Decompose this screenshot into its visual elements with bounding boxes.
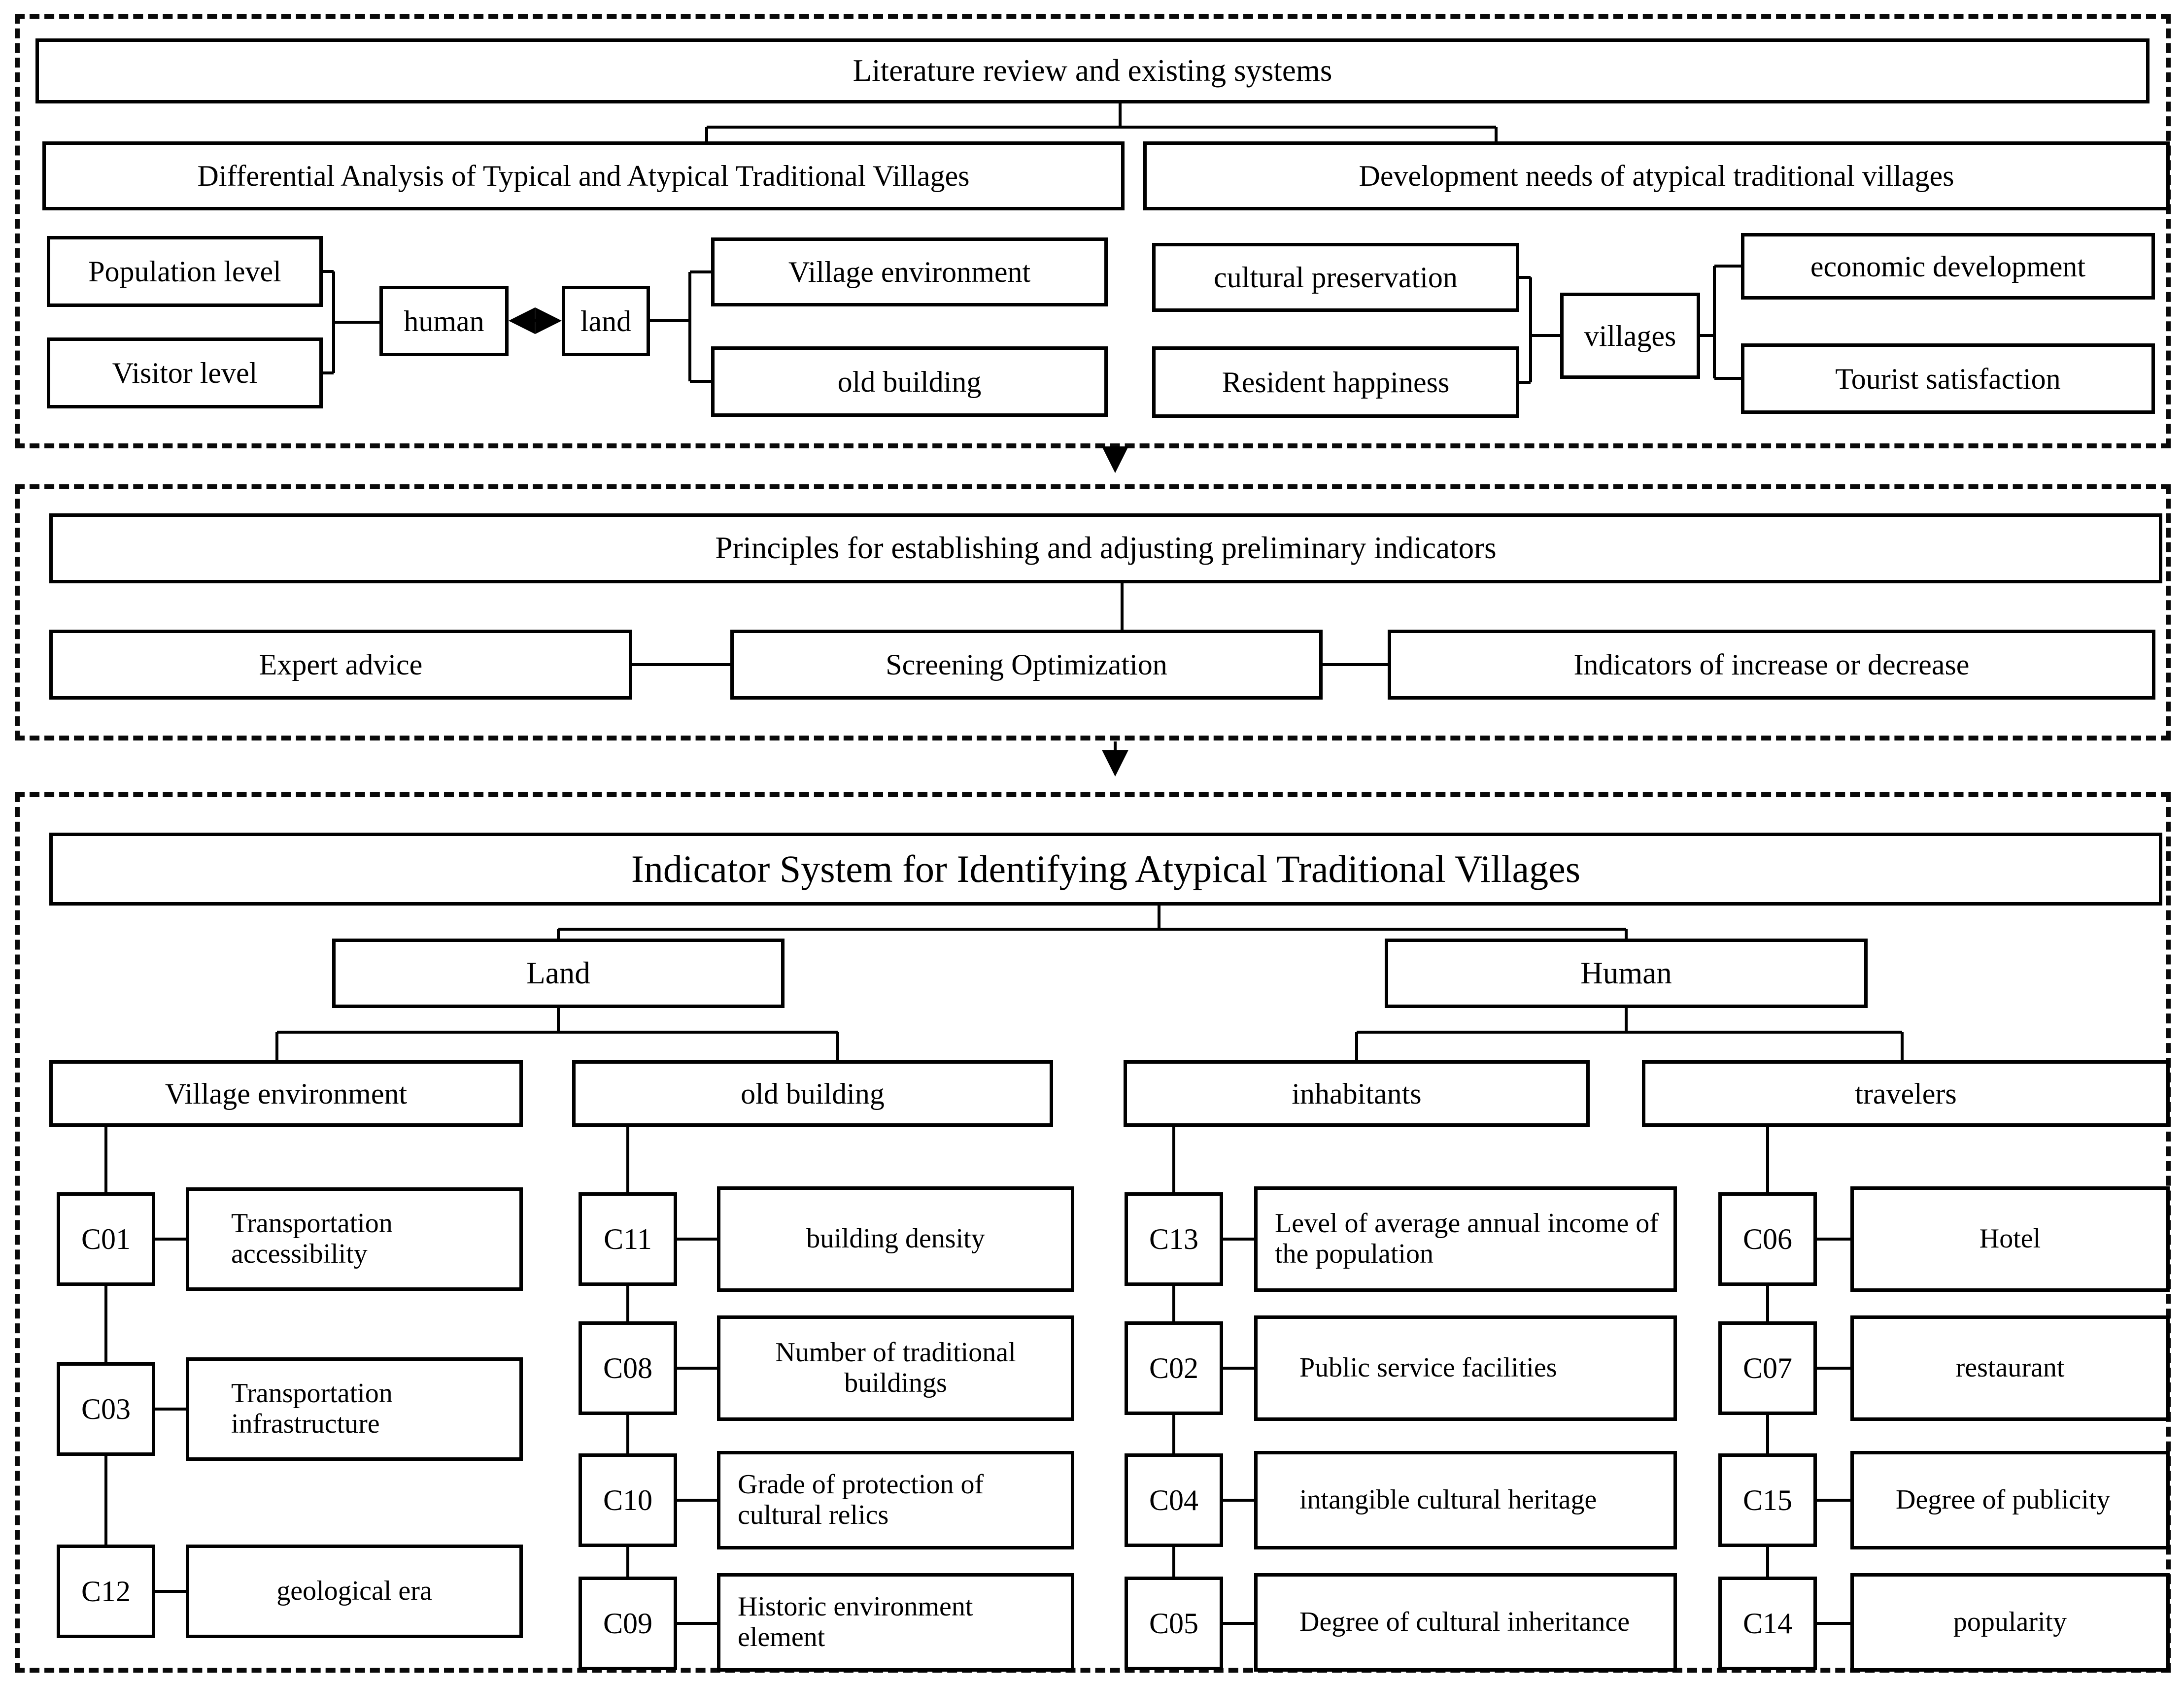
- indicator-code-box: C06: [1718, 1192, 1817, 1286]
- old-building-box: old building: [711, 346, 1108, 417]
- indicator-label-box: Historic environment element: [717, 1573, 1074, 1672]
- indicator-label-box: Public service facilities: [1254, 1315, 1677, 1421]
- indicator-code-box: C08: [579, 1321, 677, 1415]
- visitor-level-box: Visitor level: [47, 337, 323, 408]
- screening-optimization-box: Screening Optimization: [730, 630, 1323, 700]
- indicator-code-box: C02: [1125, 1321, 1223, 1415]
- indicator-label-box: Transportation infrastructure: [186, 1357, 523, 1461]
- indicator-label-box: Grade of protection of cultural relics: [717, 1451, 1074, 1549]
- land-box: land: [562, 286, 650, 356]
- cultural-preservation-box: cultural preservation: [1152, 243, 1519, 312]
- indicators-increase-decrease-box: Indicators of increase or decrease: [1388, 630, 2155, 700]
- group-travelers-box: travelers: [1642, 1060, 2170, 1127]
- human-box: human: [379, 286, 509, 356]
- indicator-label-box: restaurant: [1850, 1315, 2170, 1421]
- indicator-system-title: Indicator System for Identifying Atypica…: [49, 833, 2162, 906]
- indicator-code-box: C13: [1125, 1192, 1223, 1286]
- tourist-satisfaction-box: Tourist satisfaction: [1741, 343, 2155, 414]
- indicator-label-box: Number of traditional buildings: [717, 1315, 1074, 1421]
- group-inhabitants-box: inhabitants: [1124, 1060, 1590, 1127]
- indicator-code-box: C14: [1718, 1577, 1817, 1670]
- literature-title: Literature review and existing systems: [35, 38, 2150, 103]
- principles-title: Principles for establishing and adjustin…: [49, 513, 2162, 583]
- indicator-code-box: C10: [579, 1453, 677, 1547]
- indicator-code-box: C09: [579, 1577, 677, 1670]
- indicator-label-box: Level of average annual income of the po…: [1254, 1186, 1677, 1292]
- indicator-code-box: C03: [57, 1362, 155, 1456]
- indicator-label-box: intangible cultural heritage: [1254, 1451, 1677, 1549]
- population-level-box: Population level: [47, 236, 323, 307]
- indicator-code-box: C11: [579, 1192, 677, 1286]
- indicator-label-box: popularity: [1850, 1573, 2170, 1672]
- indicator-code-box: C01: [57, 1192, 155, 1286]
- differential-analysis-header: Differential Analysis of Typical and Aty…: [42, 141, 1125, 210]
- villages-box: villages: [1560, 293, 1700, 379]
- indicator-label-box: Transportation accessibility: [186, 1187, 523, 1291]
- indicator-label-box: building density: [717, 1186, 1074, 1292]
- indicator-label-box: Degree of publicity: [1850, 1451, 2170, 1549]
- indicator-label-box: Hotel: [1850, 1186, 2170, 1292]
- indicator-label-box: geological era: [186, 1545, 523, 1638]
- indicator-code-box: C15: [1718, 1453, 1817, 1547]
- expert-advice-box: Expert advice: [49, 630, 632, 700]
- indicator-label-box: Degree of cultural inheritance: [1254, 1573, 1677, 1672]
- literature-section-frame: [15, 14, 2171, 448]
- group-old-building-box: old building: [572, 1060, 1053, 1127]
- economic-development-box: economic development: [1741, 233, 2155, 300]
- resident-happiness-box: Resident happiness: [1152, 346, 1519, 418]
- indicator-code-box: C07: [1718, 1321, 1817, 1415]
- branch-land-box: Land: [332, 939, 785, 1008]
- indicator-code-box: C12: [57, 1545, 155, 1638]
- indicator-code-box: C05: [1125, 1577, 1223, 1670]
- principles-section-frame: [15, 484, 2171, 740]
- indicator-code-box: C04: [1125, 1453, 1223, 1547]
- branch-human-box: Human: [1385, 939, 1868, 1008]
- group-village-environment-box: Village environment: [49, 1060, 523, 1127]
- development-needs-header: Development needs of atypical traditiona…: [1143, 141, 2170, 210]
- village-environment-box: Village environment: [711, 237, 1108, 306]
